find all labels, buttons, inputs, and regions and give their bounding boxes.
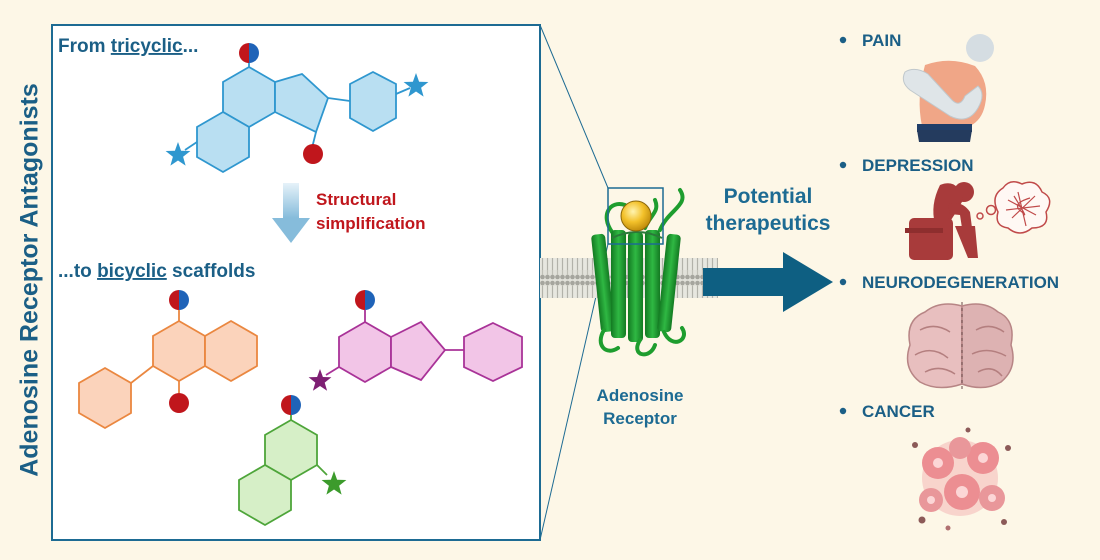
bullet-icon bbox=[839, 161, 847, 169]
substituent-star-icon bbox=[308, 369, 332, 391]
substituent-star-icon bbox=[403, 73, 429, 97]
therapeutics-label-line1: Potential bbox=[724, 185, 813, 208]
therapeutics-label-line2: therapeutics bbox=[706, 212, 831, 235]
bullet-icon bbox=[839, 407, 847, 415]
substituent-star-icon bbox=[321, 471, 347, 495]
substituent-star-icon bbox=[165, 142, 191, 166]
application-label-depression: DEPRESSION bbox=[862, 156, 973, 175]
application-label-neurodegeneration: NEURODEGENERATION bbox=[862, 273, 1059, 292]
zoom-box bbox=[607, 187, 664, 245]
bicyclic-heading: ...to bicyclic scaffolds bbox=[58, 261, 255, 282]
big-arrow-icon bbox=[703, 252, 833, 312]
simplification-arrow-icon bbox=[272, 183, 310, 243]
simplification-label-line1: Structural bbox=[316, 190, 396, 209]
application-label-cancer: CANCER bbox=[862, 402, 935, 421]
bicyclic-molecule-purple bbox=[308, 290, 523, 391]
tricyclic-heading: From tricyclic... bbox=[58, 36, 198, 57]
receptor-label-line1: Adenosine bbox=[597, 386, 684, 405]
substituent-half-circle-icon bbox=[169, 290, 189, 310]
substituent-half-circle-icon bbox=[239, 43, 259, 63]
bullet-icon bbox=[839, 36, 847, 44]
bicyclic-molecule-orange bbox=[78, 290, 258, 430]
substituent-circle-icon bbox=[303, 144, 323, 164]
bullet-icon bbox=[839, 278, 847, 286]
substituent-half-circle-icon bbox=[281, 395, 301, 415]
pain-person-icon bbox=[902, 34, 994, 142]
receptor-label-line2: Receptor bbox=[603, 409, 677, 428]
zoom-line-top bbox=[539, 24, 609, 189]
bicyclic-molecule-green bbox=[238, 395, 347, 527]
substituent-half-circle-icon bbox=[355, 290, 375, 310]
adenosine-receptor-icon bbox=[591, 187, 686, 357]
ligand-sphere-icon bbox=[620, 200, 652, 232]
brain-icon bbox=[906, 302, 1014, 390]
application-label-pain: PAIN bbox=[862, 31, 901, 50]
substituent-circle-icon bbox=[169, 393, 189, 413]
cancer-cells-icon bbox=[912, 427, 1011, 531]
simplification-label-line2: simplification bbox=[316, 214, 426, 233]
tricyclic-molecule bbox=[165, 43, 429, 174]
depression-icon bbox=[905, 181, 1051, 260]
